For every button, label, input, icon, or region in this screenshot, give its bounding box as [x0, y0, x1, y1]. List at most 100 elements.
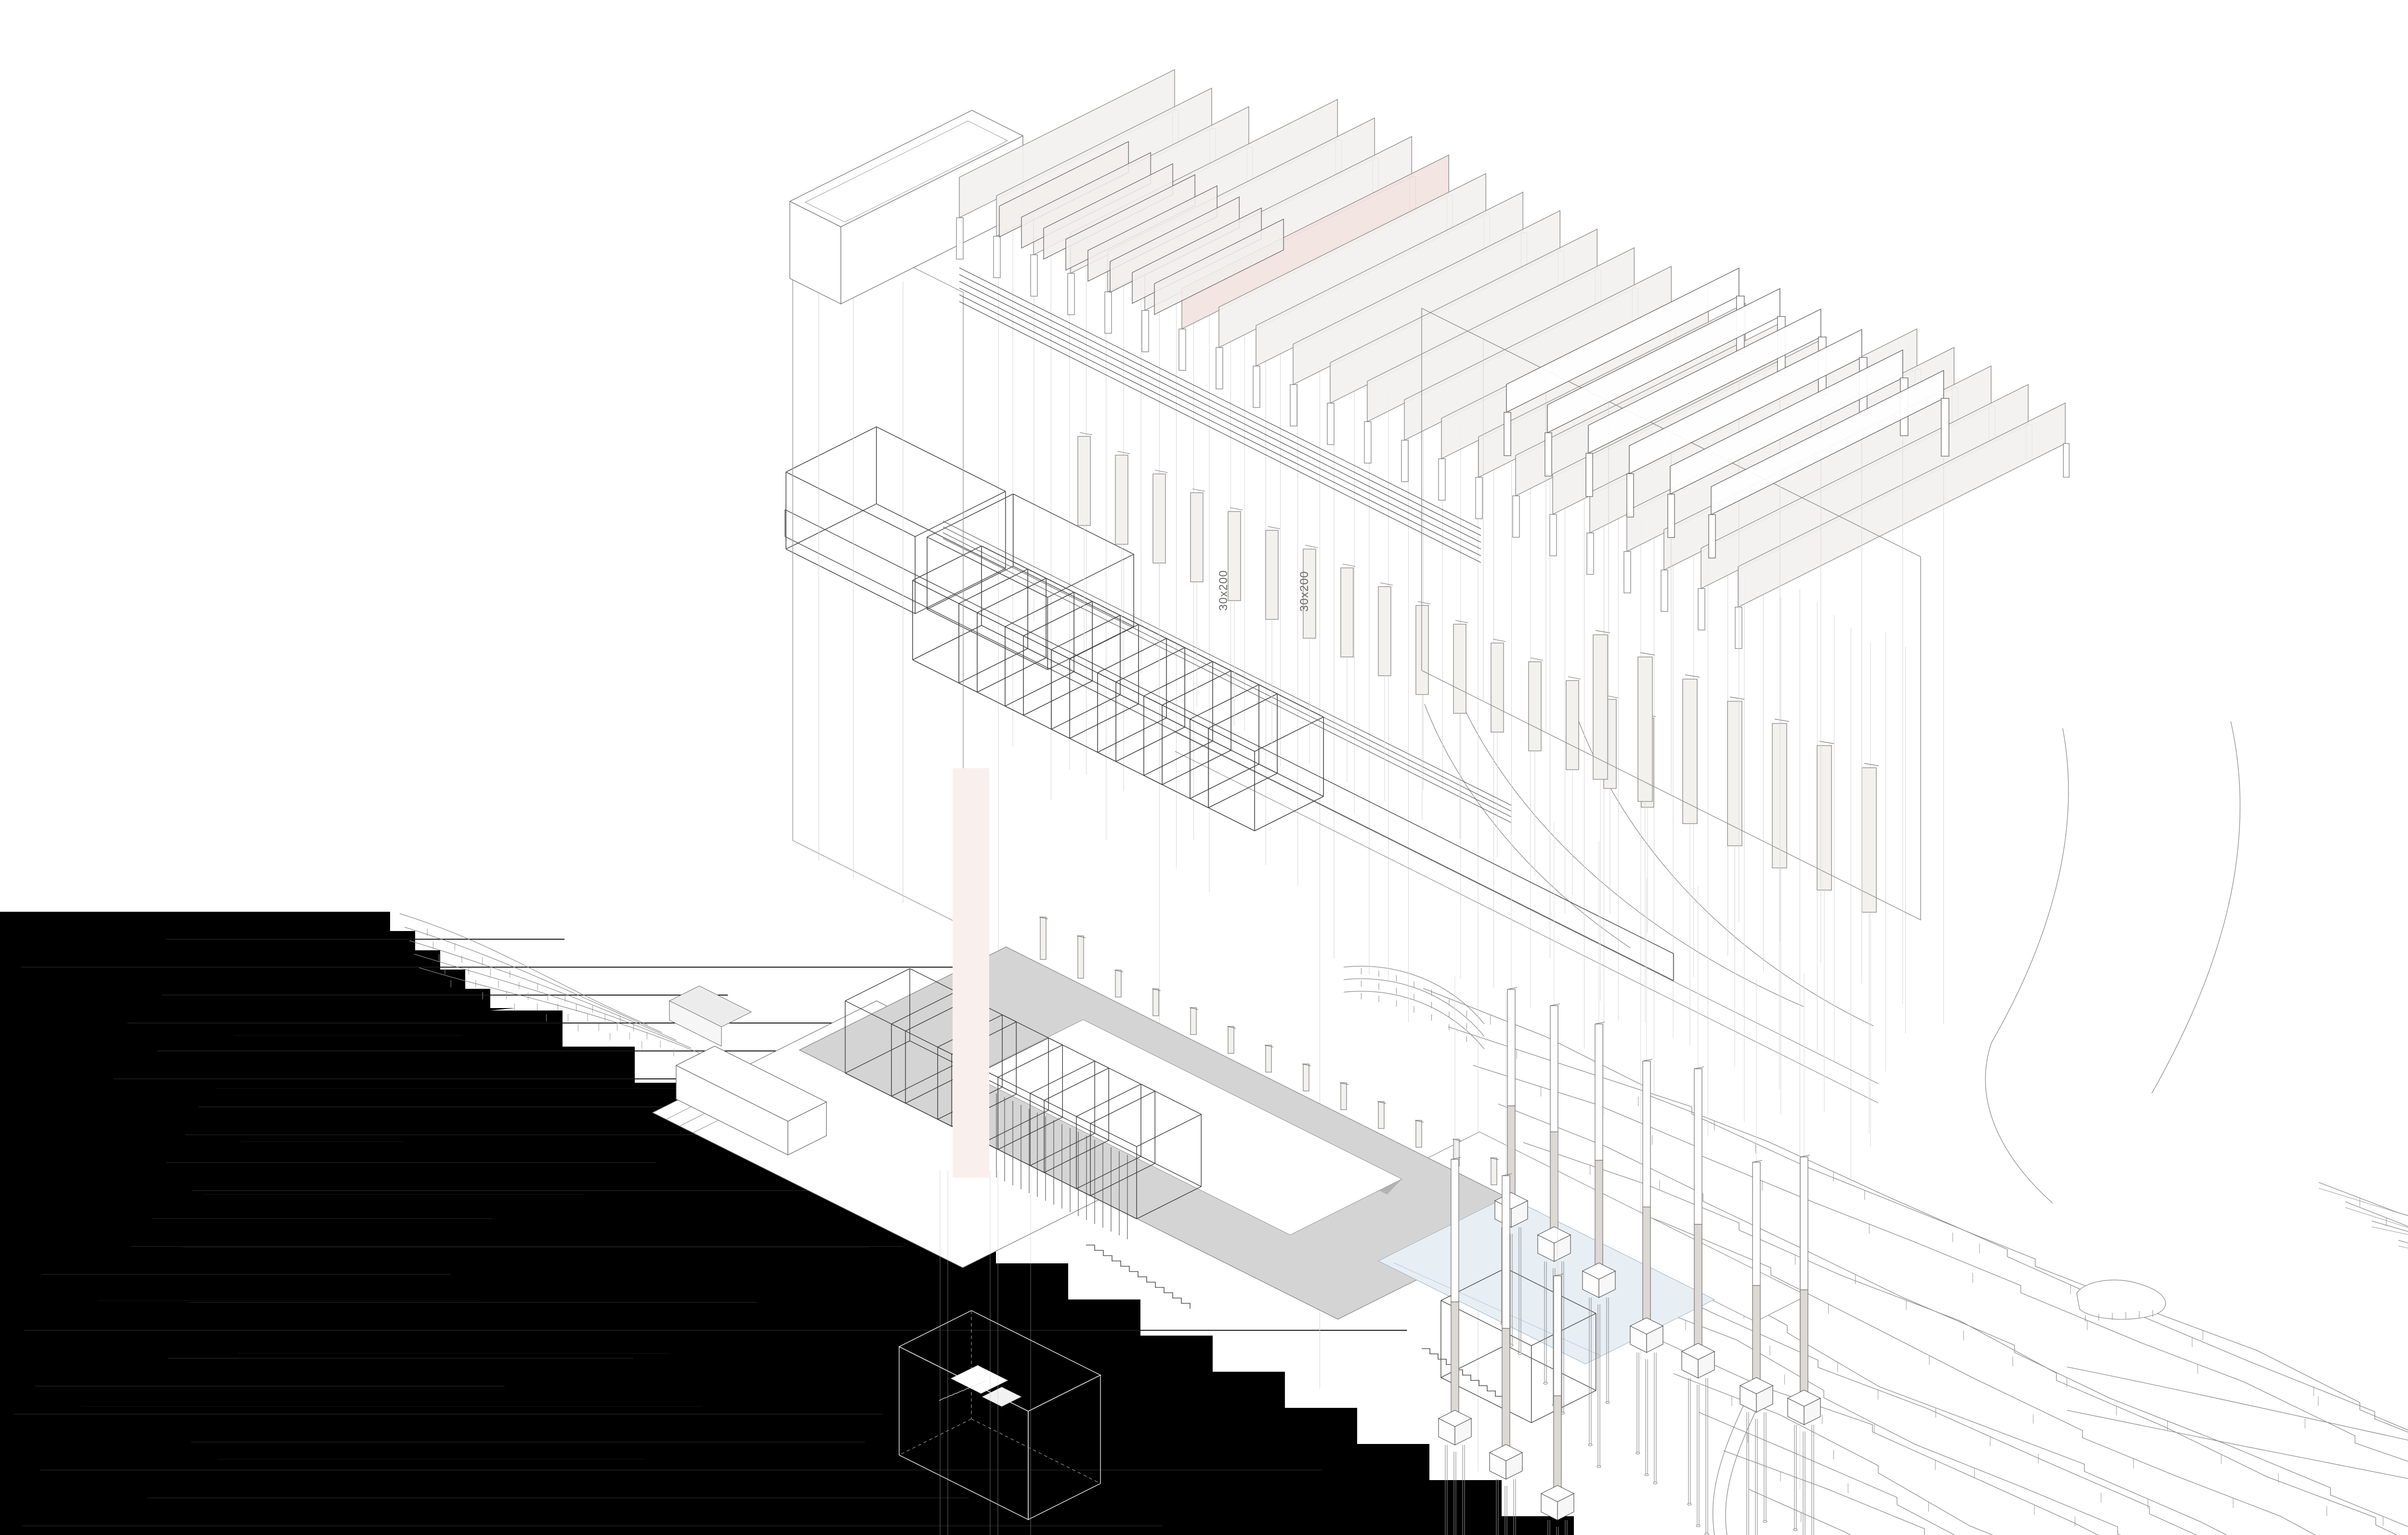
floating-bar-side [787, 1101, 827, 1156]
edge-line [1190, 684, 1259, 720]
edge-line [1115, 726, 1185, 762]
edge-line [959, 288, 1481, 550]
blade-column-lower [1800, 1289, 1808, 1399]
edge-line [1005, 591, 1074, 627]
room-wireframe-box [1005, 591, 1139, 739]
edge-line [1140, 1156, 1202, 1187]
pile-tip [1543, 1382, 1548, 1385]
fin-end-leg [1512, 495, 1520, 538]
guardrail-post [1040, 917, 1047, 960]
edge-line [1189, 1007, 1199, 1010]
guardrail-post [1190, 1007, 1197, 1035]
edge-line [1305, 545, 1318, 548]
pile-cap-right [1756, 1385, 1773, 1413]
edge-line [1114, 970, 1124, 972]
edge-line [1774, 719, 1790, 722]
l-frame-leg [1504, 412, 1511, 456]
edge-line [1685, 674, 1700, 678]
fin-end-leg [1698, 588, 1705, 630]
edge-line [977, 577, 1047, 613]
blade-column-upper [1642, 1061, 1651, 1207]
pink-projection-band [953, 768, 989, 1178]
guardrail-post [1303, 1063, 1309, 1091]
pile-cap-right [1505, 1452, 1523, 1480]
edge-line [891, 1063, 956, 1097]
fin-end-leg [1141, 310, 1149, 353]
fin-end-leg [1104, 291, 1112, 334]
edge-line [1254, 716, 1324, 752]
terrace-contour [1648, 1335, 2099, 1535]
courtyard-void [970, 1019, 1403, 1235]
fin-end-leg [956, 217, 964, 260]
edge-line [1492, 639, 1506, 642]
edge-line [1039, 917, 1048, 919]
edge-line [1143, 661, 1213, 696]
edge-line [1097, 638, 1167, 673]
blade-column-upper [1595, 1023, 1603, 1161]
blade-column-upper [1752, 1162, 1761, 1286]
edge-line [997, 1044, 1063, 1078]
hanging-mullion-fin [1528, 661, 1542, 751]
edge-line [1023, 680, 1093, 716]
edge-line [1502, 1173, 1512, 1176]
guardrail-post [1077, 935, 1084, 979]
path-band [2067, 1410, 2408, 1480]
hanging-mullion-fin [1491, 643, 1504, 733]
pile-cap-right [1511, 1200, 1528, 1228]
edge-line [1490, 1157, 1499, 1160]
edge-line [942, 532, 1512, 817]
edge-line [1051, 615, 1121, 650]
guardrail-post [1378, 1101, 1385, 1129]
edge-line [958, 568, 1028, 604]
edge-line [962, 1388, 968, 1391]
blade-column-upper [1507, 989, 1516, 1106]
hanging-mullion-fin [1152, 473, 1166, 564]
second-floor-plate [785, 426, 1879, 1134]
edge-line [912, 625, 982, 660]
ridge-contour [2151, 721, 2240, 1094]
blade-column-upper [1451, 1159, 1459, 1302]
terrace-arc [419, 967, 706, 1056]
edge-line [1175, 751, 1879, 1103]
hanging-mullion-fin [1077, 436, 1091, 526]
fin-end-leg [1475, 477, 1483, 519]
edge-line [1143, 740, 1213, 776]
fin-end-leg [2063, 443, 2070, 478]
edge-line [1455, 620, 1468, 623]
edge-line [1267, 526, 1281, 529]
guardrail-post [1415, 1120, 1422, 1148]
interior-room-box [1076, 1084, 1202, 1220]
tall-glass-fin [1727, 701, 1742, 846]
edge-line [1550, 1003, 1560, 1006]
pile-cap-right [1804, 1398, 1821, 1425]
lower-stair [1422, 1348, 1504, 1402]
edge-line [959, 301, 1481, 563]
terrace-arc [409, 940, 677, 1041]
edge-line [891, 991, 956, 1024]
balcony-curve [1343, 991, 1485, 1050]
edge-line [1115, 647, 1185, 682]
edge-line [942, 521, 1512, 806]
edge-line [1090, 1163, 1155, 1196]
edge-line [1030, 1061, 1095, 1094]
tall-glass-fin [1861, 767, 1877, 913]
blade-column-upper [1800, 1156, 1808, 1290]
edge-line [785, 549, 916, 614]
tall-glass-fin [1593, 634, 1608, 780]
footpath-curve [1712, 1383, 1754, 1535]
lower-ground-white-overlays [652, 985, 1188, 1268]
blade-column-lower [1451, 1301, 1459, 1419]
edge-line [950, 1392, 957, 1396]
edge-line [959, 294, 1481, 556]
edge-line [1694, 1066, 1704, 1069]
edge-line [912, 545, 982, 581]
mullion-dimension-label: 30x200 [1217, 570, 1230, 611]
short-fin [1154, 218, 1284, 315]
blade-column-lower [1642, 1207, 1651, 1327]
fin-end-leg [1735, 606, 1742, 649]
hanging-mullion-fin [1378, 586, 1391, 676]
fin-end-leg [1327, 403, 1335, 445]
blade-column-upper [1550, 1005, 1558, 1132]
terrace-arc [399, 913, 648, 1025]
edge-line [1230, 507, 1243, 511]
